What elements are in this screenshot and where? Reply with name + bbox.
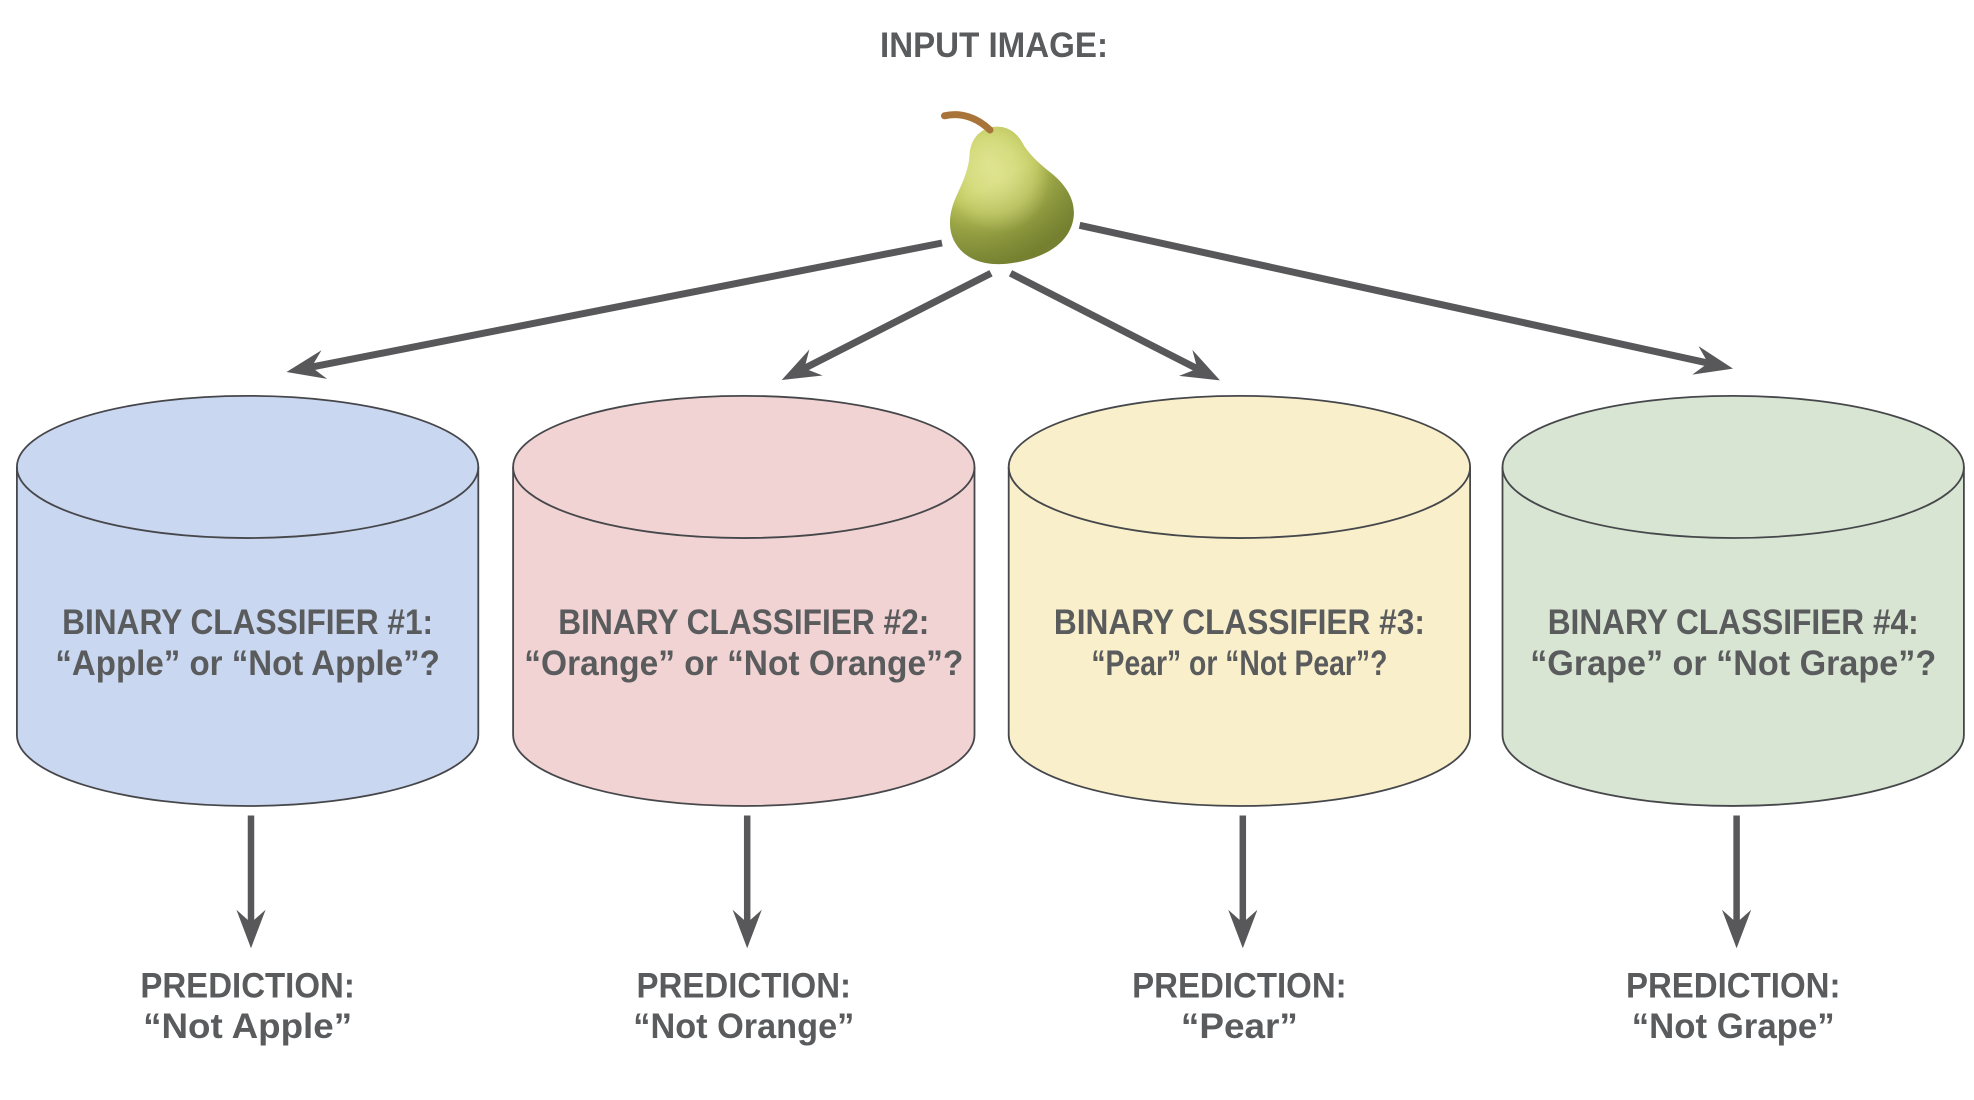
svg-text:BINARY CLASSIFIER #2:: BINARY CLASSIFIER #2: xyxy=(558,602,929,642)
svg-text:“Grape” or “Not Grape”?: “Grape” or “Not Grape”? xyxy=(1530,643,1936,683)
svg-text:BINARY CLASSIFIER #3:: BINARY CLASSIFIER #3: xyxy=(1054,602,1425,642)
svg-text:“Not Orange”: “Not Orange” xyxy=(633,1006,854,1046)
svg-text:PREDICTION:: PREDICTION: xyxy=(140,966,355,1006)
svg-text:PREDICTION:: PREDICTION: xyxy=(637,966,852,1006)
svg-text:“Not Grape”: “Not Grape” xyxy=(1632,1006,1835,1046)
svg-text:“Pear”: “Pear” xyxy=(1181,1006,1298,1046)
svg-text:“Apple” or “Not Apple”?: “Apple” or “Not Apple”? xyxy=(55,643,440,683)
svg-text:PREDICTION:: PREDICTION: xyxy=(1132,966,1347,1006)
svg-text:“Not Apple”: “Not Apple” xyxy=(143,1006,352,1046)
svg-text:PREDICTION:: PREDICTION: xyxy=(1626,966,1841,1006)
svg-text:BINARY CLASSIFIER #1:: BINARY CLASSIFIER #1: xyxy=(62,602,433,642)
svg-text:BINARY CLASSIFIER #4:: BINARY CLASSIFIER #4: xyxy=(1548,602,1919,642)
svg-text:“Pear” or “Not Pear”?: “Pear” or “Not Pear”? xyxy=(1091,643,1387,683)
svg-text:“Orange” or “Not Orange”?: “Orange” or “Not Orange”? xyxy=(524,643,963,683)
svg-text:INPUT IMAGE:: INPUT IMAGE: xyxy=(880,25,1108,65)
